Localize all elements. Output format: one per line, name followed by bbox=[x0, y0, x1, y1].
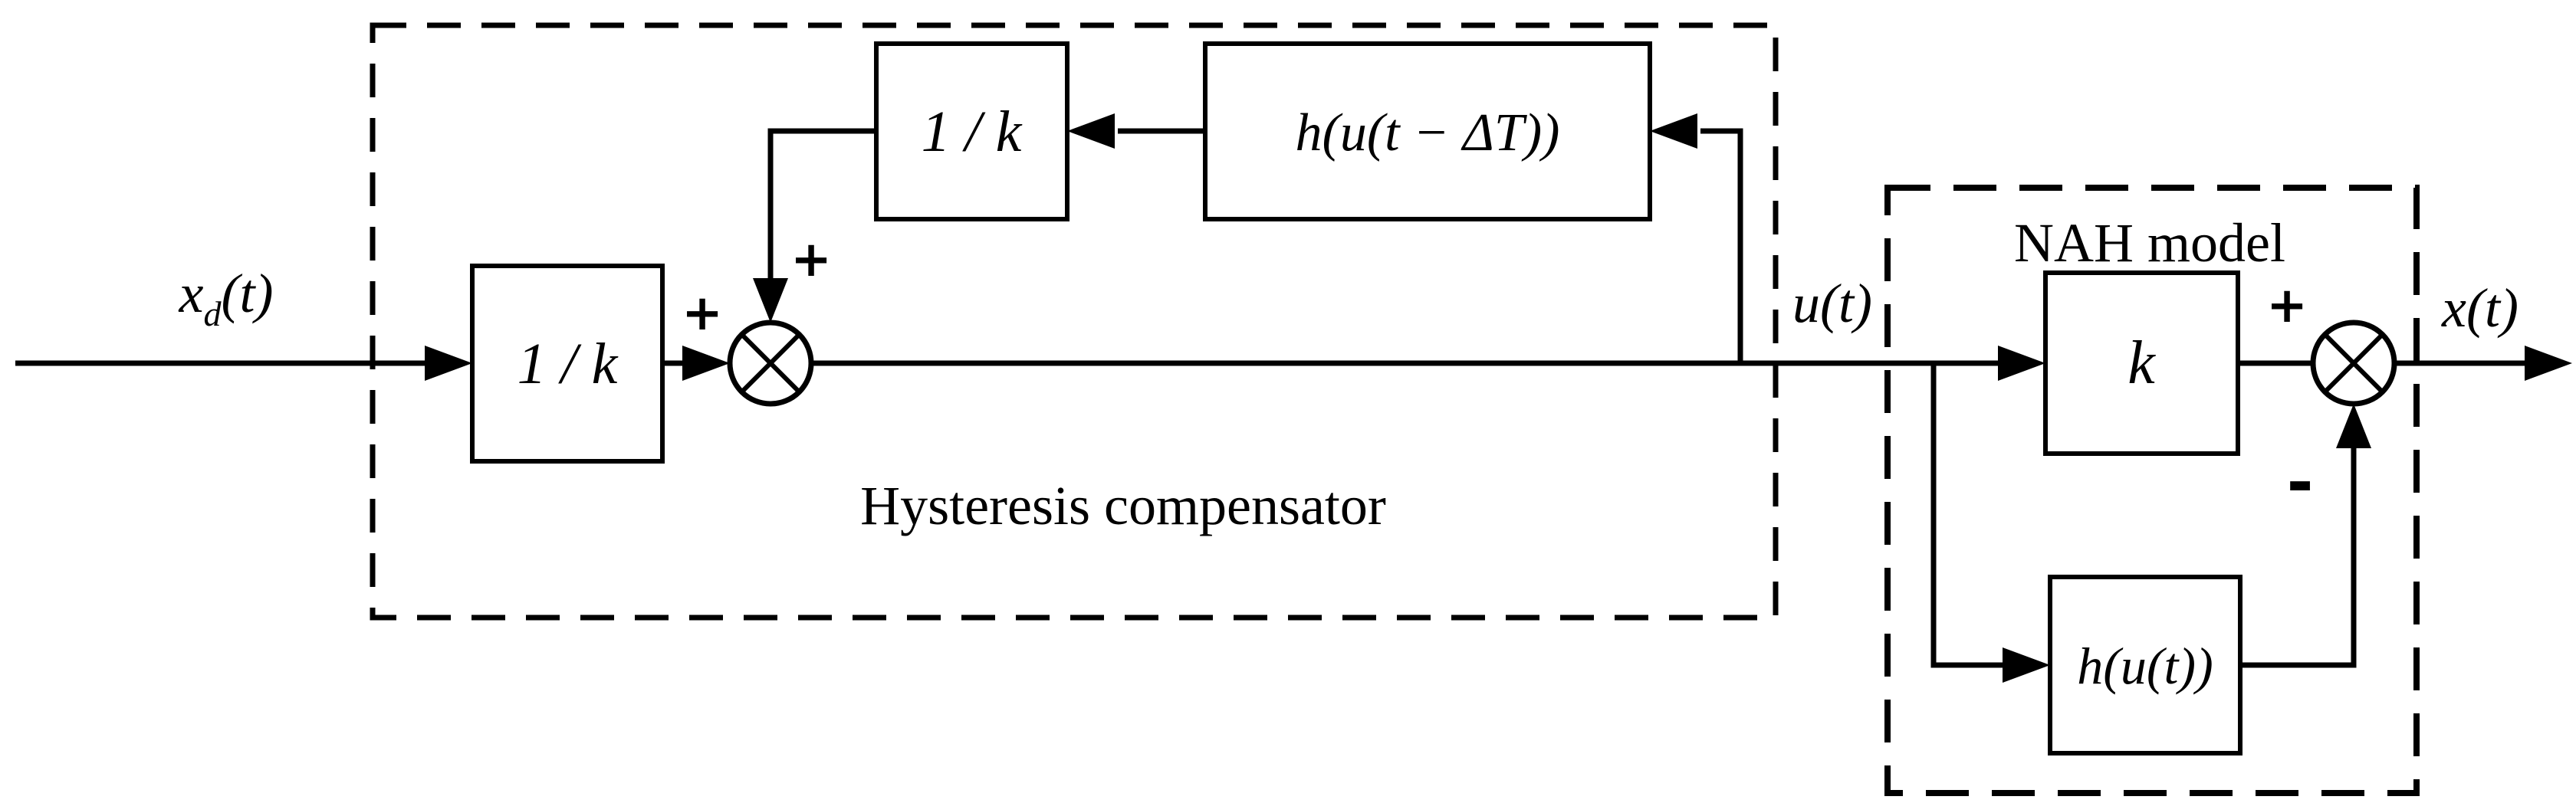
sum2-minus-sign: - bbox=[2287, 444, 2314, 519]
input-signal-label: xd(t) bbox=[179, 263, 274, 333]
wire-feedback-tap-up bbox=[1700, 128, 1743, 363]
sum-junction-compensator bbox=[727, 320, 814, 407]
arrowhead-into-plant-gain bbox=[1998, 346, 2045, 381]
arrowhead-into-sum2-bottom bbox=[2336, 404, 2371, 448]
wire-plant-hysteresis-to-sum2 bbox=[2240, 448, 2357, 668]
sum1-cross-line-2 bbox=[740, 333, 801, 394]
delayed-hysteresis-label: h(u(t − ΔT)) bbox=[1296, 103, 1560, 162]
arrowhead-into-sum1 bbox=[682, 346, 730, 381]
plant-hysteresis-label: h(u(t)) bbox=[2077, 637, 2213, 695]
nah-model-box bbox=[1884, 185, 2420, 796]
arrowhead-into-feedback-gain bbox=[1067, 113, 1115, 149]
output-signal-label: x(t) bbox=[2441, 277, 2518, 339]
input-signal-args: (t) bbox=[222, 263, 274, 324]
nah-model-title: NAH model bbox=[2014, 212, 2285, 274]
delayed-hysteresis-block bbox=[1203, 41, 1652, 221]
sum2-cross-line-2 bbox=[2323, 333, 2384, 394]
arrowhead-into-sum1-top bbox=[753, 278, 788, 323]
input-inverse-gain-block bbox=[470, 264, 665, 464]
feedback-inverse-gain-block bbox=[874, 41, 1070, 221]
input-gain-label: 1 / k bbox=[518, 332, 619, 396]
sum-junction-plant bbox=[2310, 320, 2397, 407]
wire-tap-down-to-plant-hysteresis bbox=[1930, 363, 2007, 668]
arrowhead-into-plant-hysteresis bbox=[2003, 647, 2050, 683]
sum2-plus-sign: + bbox=[2266, 277, 2308, 334]
feedback-gain-label: 1 / k bbox=[922, 100, 1023, 164]
sum1-plus-horizontal-sign: + bbox=[682, 285, 723, 342]
arrowhead-into-input-gain bbox=[425, 346, 472, 381]
sum1-plus-vertical-sign: + bbox=[790, 231, 832, 288]
control-signal-label: u(t) bbox=[1792, 273, 1872, 334]
hysteresis-compensator-box bbox=[370, 22, 1779, 621]
input-signal-subscript: d bbox=[204, 294, 222, 333]
hysteresis-compensator-title: Hysteresis compensator bbox=[860, 475, 1386, 536]
input-signal-base: x bbox=[179, 263, 204, 324]
plant-gain-block bbox=[2043, 270, 2240, 456]
arrowhead-output bbox=[2525, 346, 2572, 381]
plant-gain-label: k bbox=[2128, 329, 2156, 397]
arrowhead-into-delay-hysteresis bbox=[1650, 113, 1697, 149]
plant-hysteresis-block bbox=[2048, 575, 2242, 755]
wire-feedback-gain-to-sum1 bbox=[767, 128, 876, 280]
